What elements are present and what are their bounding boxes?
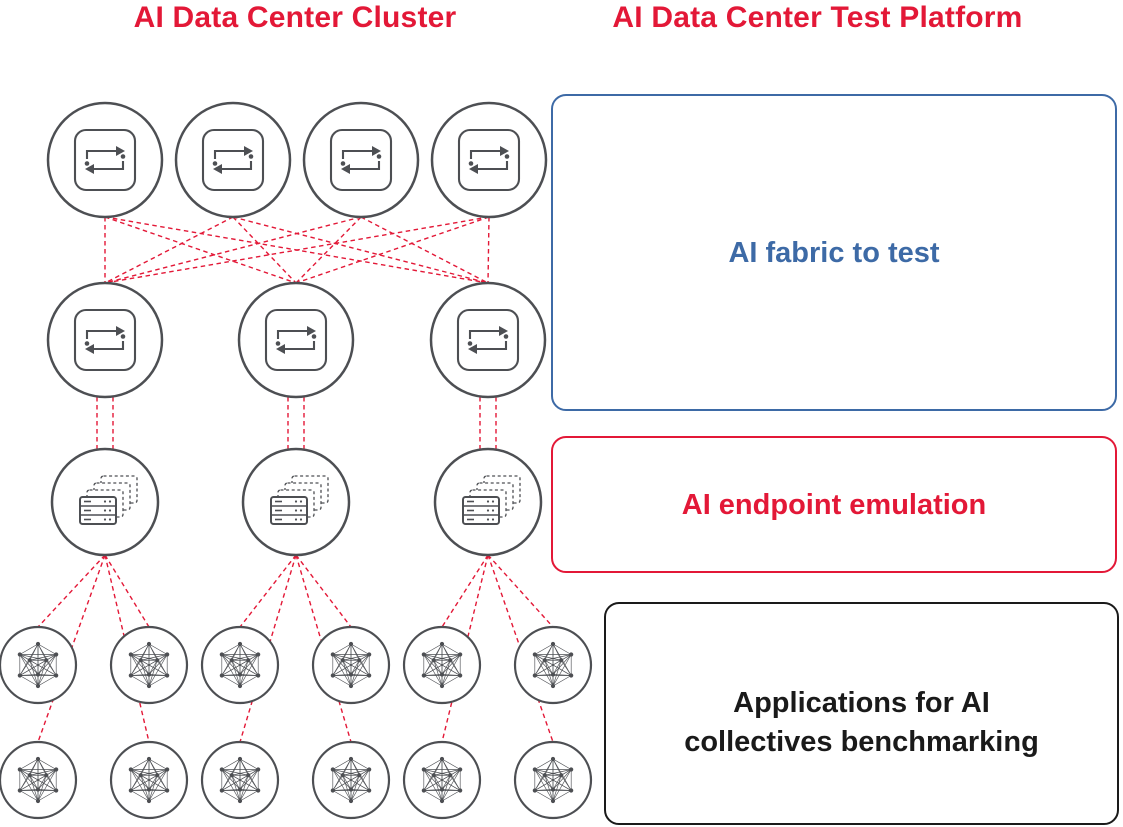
application-link [104, 554, 150, 628]
switch-icon [329, 128, 393, 192]
neural-mesh-icon [219, 641, 261, 689]
fabric-label: AI fabric to test [728, 237, 940, 269]
application-node [200, 625, 280, 705]
application-link [295, 554, 352, 628]
application-node [402, 625, 482, 705]
fabric-link [104, 216, 362, 284]
application-node [0, 625, 78, 705]
application-link [37, 554, 106, 628]
server-stack-icon [270, 475, 329, 525]
server-stack-icon [79, 475, 138, 525]
fabric-link [104, 216, 490, 284]
neural-mesh-icon [421, 641, 463, 689]
fabric-link [295, 216, 362, 284]
application-node [513, 740, 593, 820]
title-cluster: AI Data Center Cluster [133, 1, 457, 34]
neural-mesh-icon [532, 641, 574, 689]
fabric-link [295, 216, 490, 284]
application-node [513, 625, 593, 705]
annotation-brackets [551, 94, 1119, 825]
endpoint-bracket [551, 436, 1117, 573]
switch-icon [457, 128, 521, 192]
switch-icon [456, 308, 520, 372]
neural-mesh-icon [128, 641, 170, 689]
application-link [487, 554, 554, 628]
switch-node [430, 101, 548, 219]
application-node [402, 740, 482, 820]
switch-node [46, 101, 164, 219]
switch-node [174, 101, 292, 219]
neural-mesh-icon [330, 756, 372, 804]
application-node [109, 625, 189, 705]
neural-mesh-icon [330, 641, 372, 689]
fabric-link [232, 216, 489, 284]
neural-mesh-icon [421, 756, 463, 804]
fabric-bracket [551, 94, 1117, 411]
endpoint-label: AI endpoint emulation [681, 489, 987, 521]
neural-mesh-icon [219, 756, 261, 804]
applications-label-line2: collectives benchmarking [684, 726, 1039, 758]
fabric-link [104, 216, 297, 284]
switch-node [429, 281, 547, 399]
switch-node [302, 101, 420, 219]
fabric-link [360, 216, 489, 284]
title-platform: AI Data Center Test Platform [612, 1, 1023, 34]
server-node [50, 447, 160, 557]
switch-icon [264, 308, 328, 372]
server-node [433, 447, 543, 557]
application-node [109, 740, 189, 820]
applications-bracket [604, 602, 1119, 825]
application-node [0, 740, 78, 820]
fabric-link [232, 216, 297, 284]
switch-icon [73, 128, 137, 192]
switch-node [46, 281, 164, 399]
applications-label: Applications for AI collectives benchmar… [605, 684, 1118, 762]
applications-label-line1: Applications for AI [733, 687, 990, 719]
switch-icon [73, 308, 137, 372]
fabric-link [104, 216, 234, 284]
server-node [241, 447, 351, 557]
neural-mesh-icon [17, 641, 59, 689]
application-link [441, 554, 489, 628]
application-node [311, 740, 391, 820]
server-stack-icon [462, 475, 521, 525]
application-link [239, 554, 297, 628]
switch-icon [201, 128, 265, 192]
neural-mesh-icon [128, 756, 170, 804]
application-node [200, 740, 280, 820]
neural-mesh-icon [532, 756, 574, 804]
switch-node [237, 281, 355, 399]
fabric-link [487, 216, 490, 284]
neural-mesh-icon [17, 756, 59, 804]
application-node [311, 625, 391, 705]
